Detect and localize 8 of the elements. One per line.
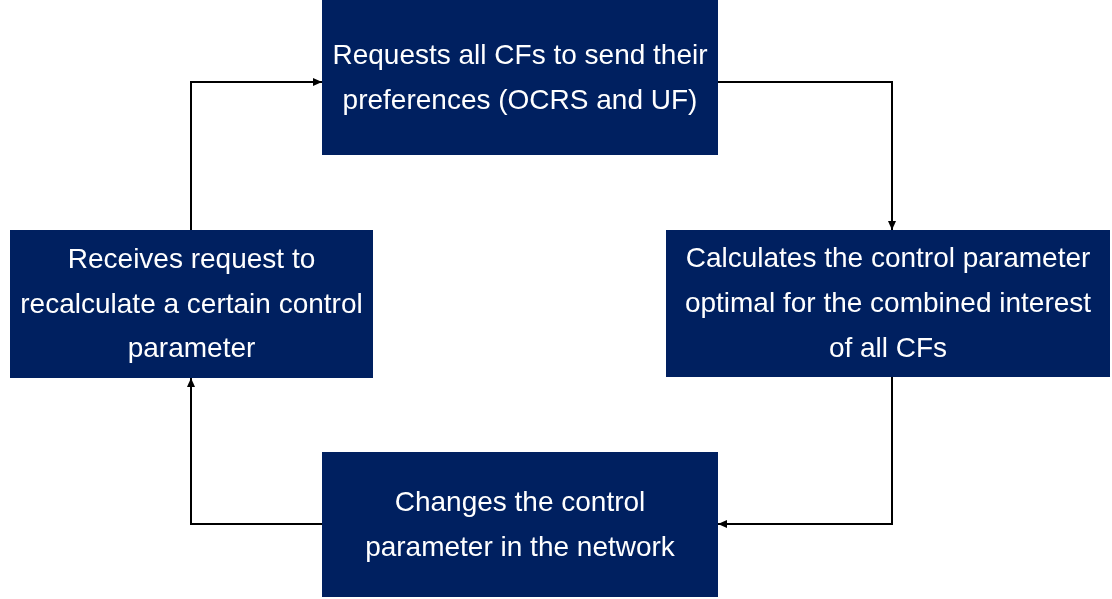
process-box: Calculates the control parameter optimal for the combined interest of all CFs xyxy=(666,230,1110,377)
arrow xyxy=(717,376,893,528)
process-box: Changes the control parameter in the network xyxy=(322,452,718,597)
arrow xyxy=(190,78,323,231)
arrow xyxy=(717,81,896,231)
arrow xyxy=(187,377,323,525)
process-box: Receives request to recalculate a certain control parameter xyxy=(10,230,373,378)
process-box: Requests all CFs to send their preferences (OCRS and UF) xyxy=(322,0,718,155)
